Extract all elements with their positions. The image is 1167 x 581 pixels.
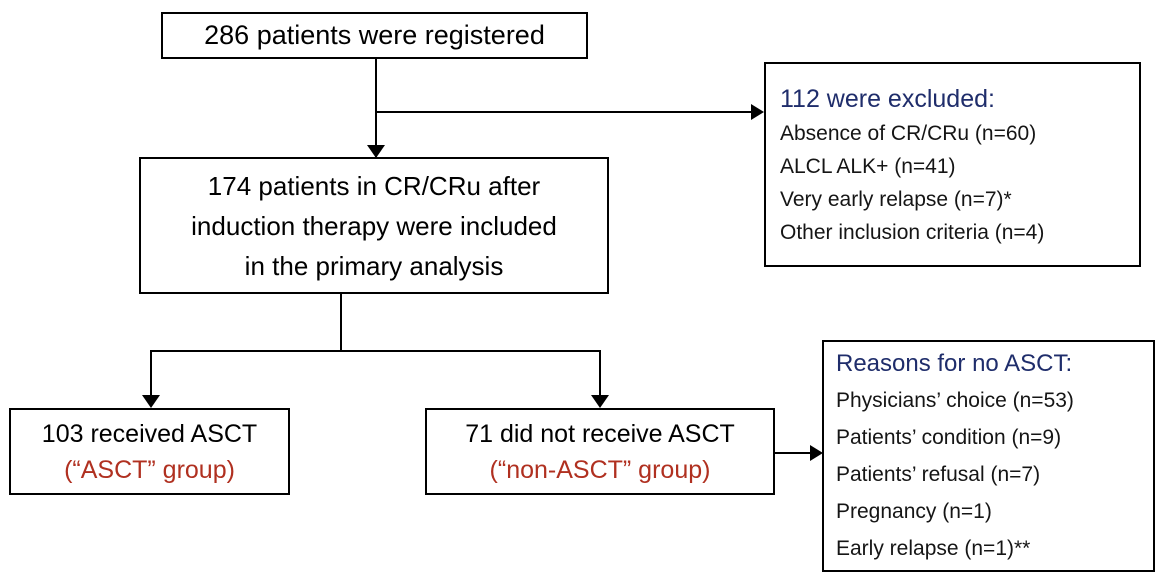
arrow-to-excluded [751, 104, 764, 120]
node-non-asct-line2: (“non-ASCT” group) [489, 455, 711, 484]
node-non-asct-line1: 71 did not receive ASCT [465, 419, 735, 448]
node-reasons-no-asct: Reasons for no ASCT: Physicians’ choice … [822, 340, 1155, 572]
node-reasons-item-0: Physicians’ choice (n=53) [836, 388, 1074, 412]
arrow-to-asct [142, 395, 160, 408]
arrow-to-non-asct [591, 395, 609, 408]
node-registered-text: 286 patients were registered [204, 20, 545, 50]
node-reasons-heading: Reasons for no ASCT: [836, 349, 1073, 377]
node-non-asct-group: 71 did not receive ASCT (“non-ASCT” grou… [425, 408, 775, 495]
node-excluded-heading: 112 were excluded: [780, 84, 995, 113]
node-asct-group: 103 received ASCT (“ASCT” group) [9, 408, 290, 495]
node-included-line3: in the primary analysis [244, 250, 504, 281]
connector-to-excluded [375, 111, 753, 113]
arrow-to-reasons [810, 445, 823, 461]
node-included-line1: 174 patients in CR/CRu after [207, 170, 541, 201]
node-excluded-item-2: Very early relapse (n=7)* [780, 187, 1012, 211]
node-excluded-item-0: Absence of CR/CRu (n=60) [780, 121, 1037, 145]
connector-to-reasons [775, 452, 815, 454]
connector-drop-asct [150, 350, 152, 400]
node-registered: 286 patients were registered [161, 12, 588, 59]
connector-included-trunk [340, 294, 342, 351]
node-asct-line2: (“ASCT” group) [64, 455, 235, 484]
arrow-registered-to-included [367, 145, 385, 158]
node-included-line2: induction therapy were included [191, 210, 557, 241]
connector-drop-non-asct [599, 350, 601, 400]
node-reasons-item-3: Pregnancy (n=1) [836, 499, 992, 523]
node-asct-line1: 103 received ASCT [41, 419, 258, 448]
node-excluded: 112 were excluded: Absence of CR/CRu (n=… [764, 62, 1141, 267]
node-excluded-item-1: ALCL ALK+ (n=41) [780, 154, 956, 178]
node-excluded-item-3: Other inclusion criteria (n=4) [780, 220, 1045, 244]
node-reasons-item-2: Patients’ refusal (n=7) [836, 462, 1041, 486]
connector-registered-trunk [375, 59, 377, 157]
connector-split-bar [150, 350, 600, 352]
node-included: 174 patients in CR/CRu after induction t… [139, 157, 609, 294]
node-reasons-item-1: Patients’ condition (n=9) [836, 425, 1062, 449]
node-reasons-item-4: Early relapse (n=1)** [836, 536, 1031, 560]
